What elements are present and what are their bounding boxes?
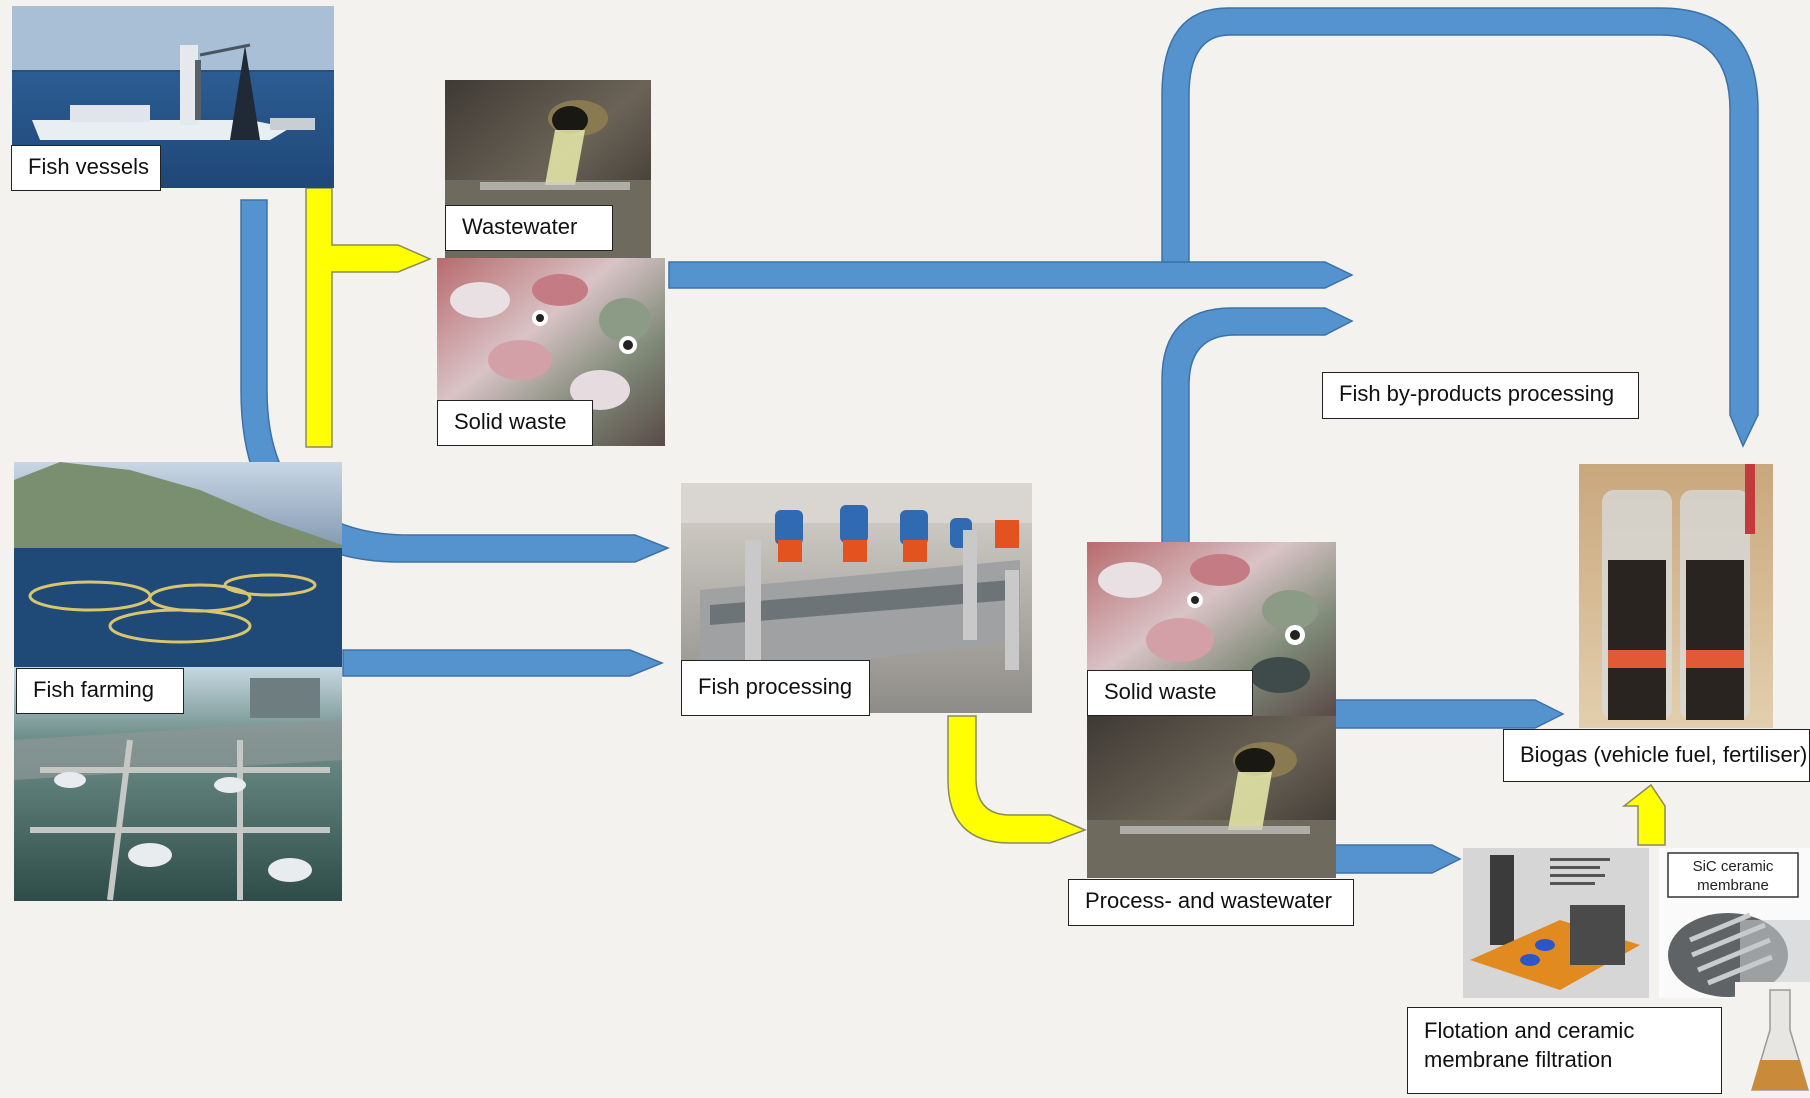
arrow-solidwaste-to-biogas [1334, 699, 1565, 729]
solid-waste-label-mid: Solid waste [1087, 670, 1253, 716]
biogas-label: Biogas (vehicle fuel, fertiliser) [1503, 729, 1810, 782]
flotation-label: Flotation and ceramic membrane filtratio… [1407, 1007, 1722, 1094]
fish-farming-label: Fish farming [16, 668, 184, 714]
yellow-arrows [305, 187, 1666, 846]
wastewater-outflow-photo-mid [1087, 716, 1336, 878]
flotation-unit-render [1463, 848, 1649, 998]
fish-farm-cages-photo [14, 462, 342, 667]
fish-processing-label: Fish processing [681, 660, 870, 716]
biogas-reactor-photo [1579, 464, 1773, 728]
fishing-vessel-photo [12, 6, 334, 188]
flow-arrows [240, 7, 1759, 874]
arrow-solidwaste-up-to-byproducts [1161, 307, 1354, 546]
solid-waste-label-top: Solid waste [437, 400, 593, 446]
arrow-loop-to-biogas [1161, 7, 1759, 448]
arrow-vessels-to-wastewater [305, 187, 432, 448]
arrow-flotation-to-biogas [1621, 783, 1666, 846]
process-wastewater-label: Process- and wastewater [1068, 879, 1354, 926]
arrow-processing-to-wastewater [947, 715, 1088, 844]
flask-photo [1735, 982, 1810, 1098]
arrow-wastewater-to-flotation [1334, 844, 1462, 874]
arrow-farming-to-processing [342, 649, 664, 677]
wastewater-label: Wastewater [445, 205, 613, 251]
fish-byproducts-label: Fish by-products processing [1322, 372, 1639, 419]
arrow-solidwaste-to-byproducts [668, 261, 1354, 289]
fish-vessels-label: Fish vessels [11, 145, 161, 191]
